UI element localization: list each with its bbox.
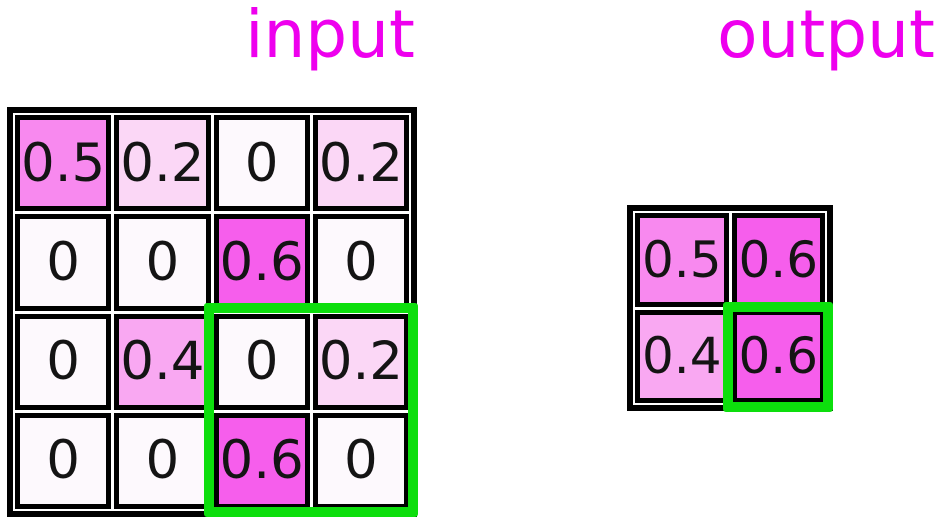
output-cell-r0c0: 0.5 (635, 213, 729, 307)
output-cell-r1c0: 0.4 (635, 309, 729, 403)
input-cell-r0c0: 0.5 (15, 115, 112, 212)
input-cell-r1c2: 0.6 (213, 214, 310, 311)
input-cell-r3c3: 0 (312, 412, 409, 509)
input-cell-r0c3: 0.2 (312, 115, 409, 212)
input-cell-r0c2: 0 (213, 115, 310, 212)
input-cell-r1c1: 0 (114, 214, 211, 311)
input-cell-r2c3: 0.2 (312, 313, 409, 410)
input-title: input (245, 0, 415, 73)
input-cell-r3c2: 0.6 (213, 412, 310, 509)
output-cell-r0c1: 0.6 (731, 213, 825, 307)
output-title: output (717, 0, 935, 73)
input-cell-r2c0: 0 (15, 313, 112, 410)
input-cell-r1c3: 0 (312, 214, 409, 311)
input-cell-r2c1: 0.4 (114, 313, 211, 410)
input-cell-r1c0: 0 (15, 214, 112, 311)
input-cell-r0c1: 0.2 (114, 115, 211, 212)
input-cell-r2c2: 0 (213, 313, 310, 410)
input-cell-r3c0: 0 (15, 412, 112, 509)
output-cell-r1c1: 0.6 (731, 309, 825, 403)
input-cell-r3c1: 0 (114, 412, 211, 509)
